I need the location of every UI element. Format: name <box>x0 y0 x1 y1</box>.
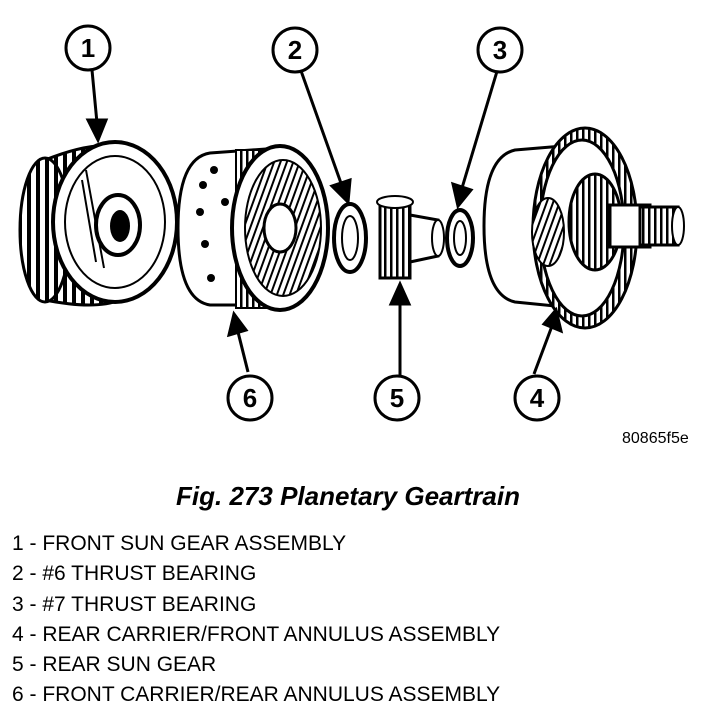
svg-text:4: 4 <box>530 383 545 413</box>
thrust-bearing-6 <box>332 202 368 274</box>
figure-caption: Fig. 273 Planetary Geartrain <box>176 481 520 511</box>
front-sun-gear-assembly <box>18 140 179 307</box>
legend-item: 3 - #7 THRUST BEARING <box>12 592 257 616</box>
figure-id: 80865f5e <box>622 430 689 447</box>
thrust-bearing-7 <box>445 208 475 268</box>
callout-1: 1 <box>64 24 112 72</box>
rear-sun-gear <box>376 195 445 280</box>
planetary-geartrain-illustration: 1 2 3 4 5 6 <box>18 24 685 422</box>
svg-text:1: 1 <box>81 33 95 63</box>
parts-legend: 1 - FRONT SUN GEAR ASSEMBLY 2 - #6 THRUS… <box>12 529 500 711</box>
legend-item: 5 - REAR SUN GEAR <box>12 653 217 677</box>
callout-6: 6 <box>226 374 274 422</box>
callout-3: 3 <box>476 26 524 74</box>
svg-text:3: 3 <box>493 35 507 65</box>
callout-2: 2 <box>271 26 319 74</box>
svg-text:6: 6 <box>243 383 257 413</box>
front-carrier-rear-annulus-assembly <box>176 144 330 312</box>
svg-text:2: 2 <box>288 35 302 65</box>
legend-item: 4 - REAR CARRIER/FRONT ANNULUS ASSEMBLY <box>12 622 501 646</box>
svg-text:5: 5 <box>390 383 404 413</box>
callout-5: 5 <box>373 374 421 422</box>
callout-leaders <box>85 67 564 375</box>
legend-item: 1 - FRONT SUN GEAR ASSEMBLY <box>12 532 347 555</box>
legend-item: 6 - FRONT CARRIER/REAR ANNULUS ASSEMBLY <box>12 683 501 707</box>
callout-4: 4 <box>513 374 561 422</box>
rear-carrier-front-annulus-assembly <box>482 126 685 330</box>
legend-item: 2 - #6 THRUST BEARING <box>12 562 257 586</box>
